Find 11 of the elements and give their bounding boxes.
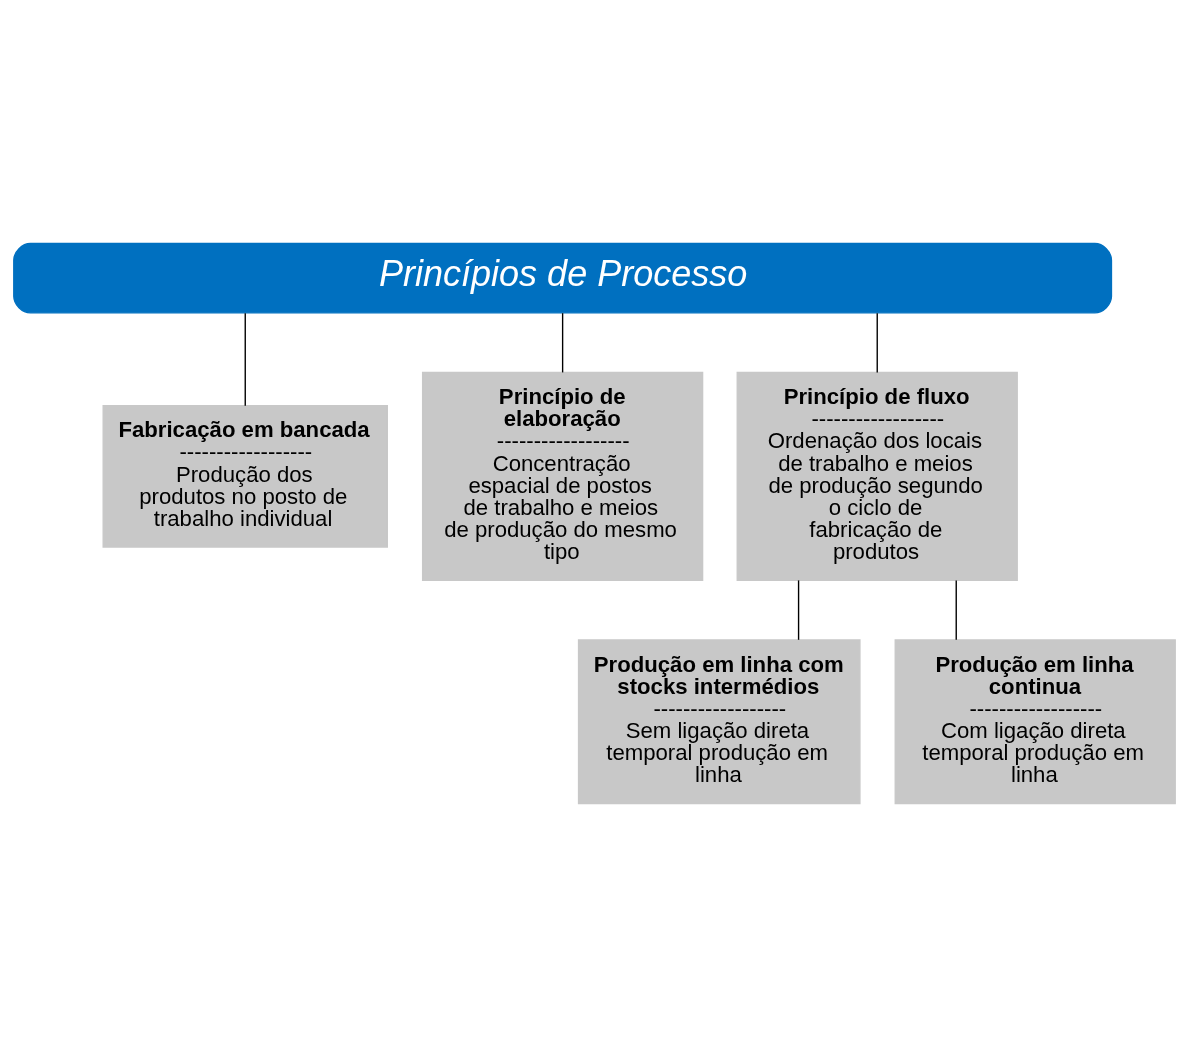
connector [244, 312, 246, 407]
connector [561, 312, 564, 374]
node-box: Fabricação em bancada ------------------ Produção dos produtos no posto de trabalho individual [102, 405, 388, 548]
connector [876, 312, 878, 374]
node-box: Produção em linha com stocks intermédios ------------------ Sem ligação direta temporal produção em linha [577, 639, 861, 805]
node-box: Princípio de fluxo ------------------ Ordenação dos locais de trabalho e meios de produção segundo o ciclo de fabricação de produtos [736, 371, 1018, 581]
node-box: Produção em linha continua ------------------ Com ligação direta temporal produção em linha [894, 639, 1176, 805]
connector [797, 579, 800, 641]
connector [955, 579, 957, 641]
node-box: Princípio de elaboração ------------------ Concentração espacial de postos de trabalho e meios de produção do mesmo tipo [421, 371, 704, 581]
node-box: Princípios de Processo [13, 242, 1113, 314]
